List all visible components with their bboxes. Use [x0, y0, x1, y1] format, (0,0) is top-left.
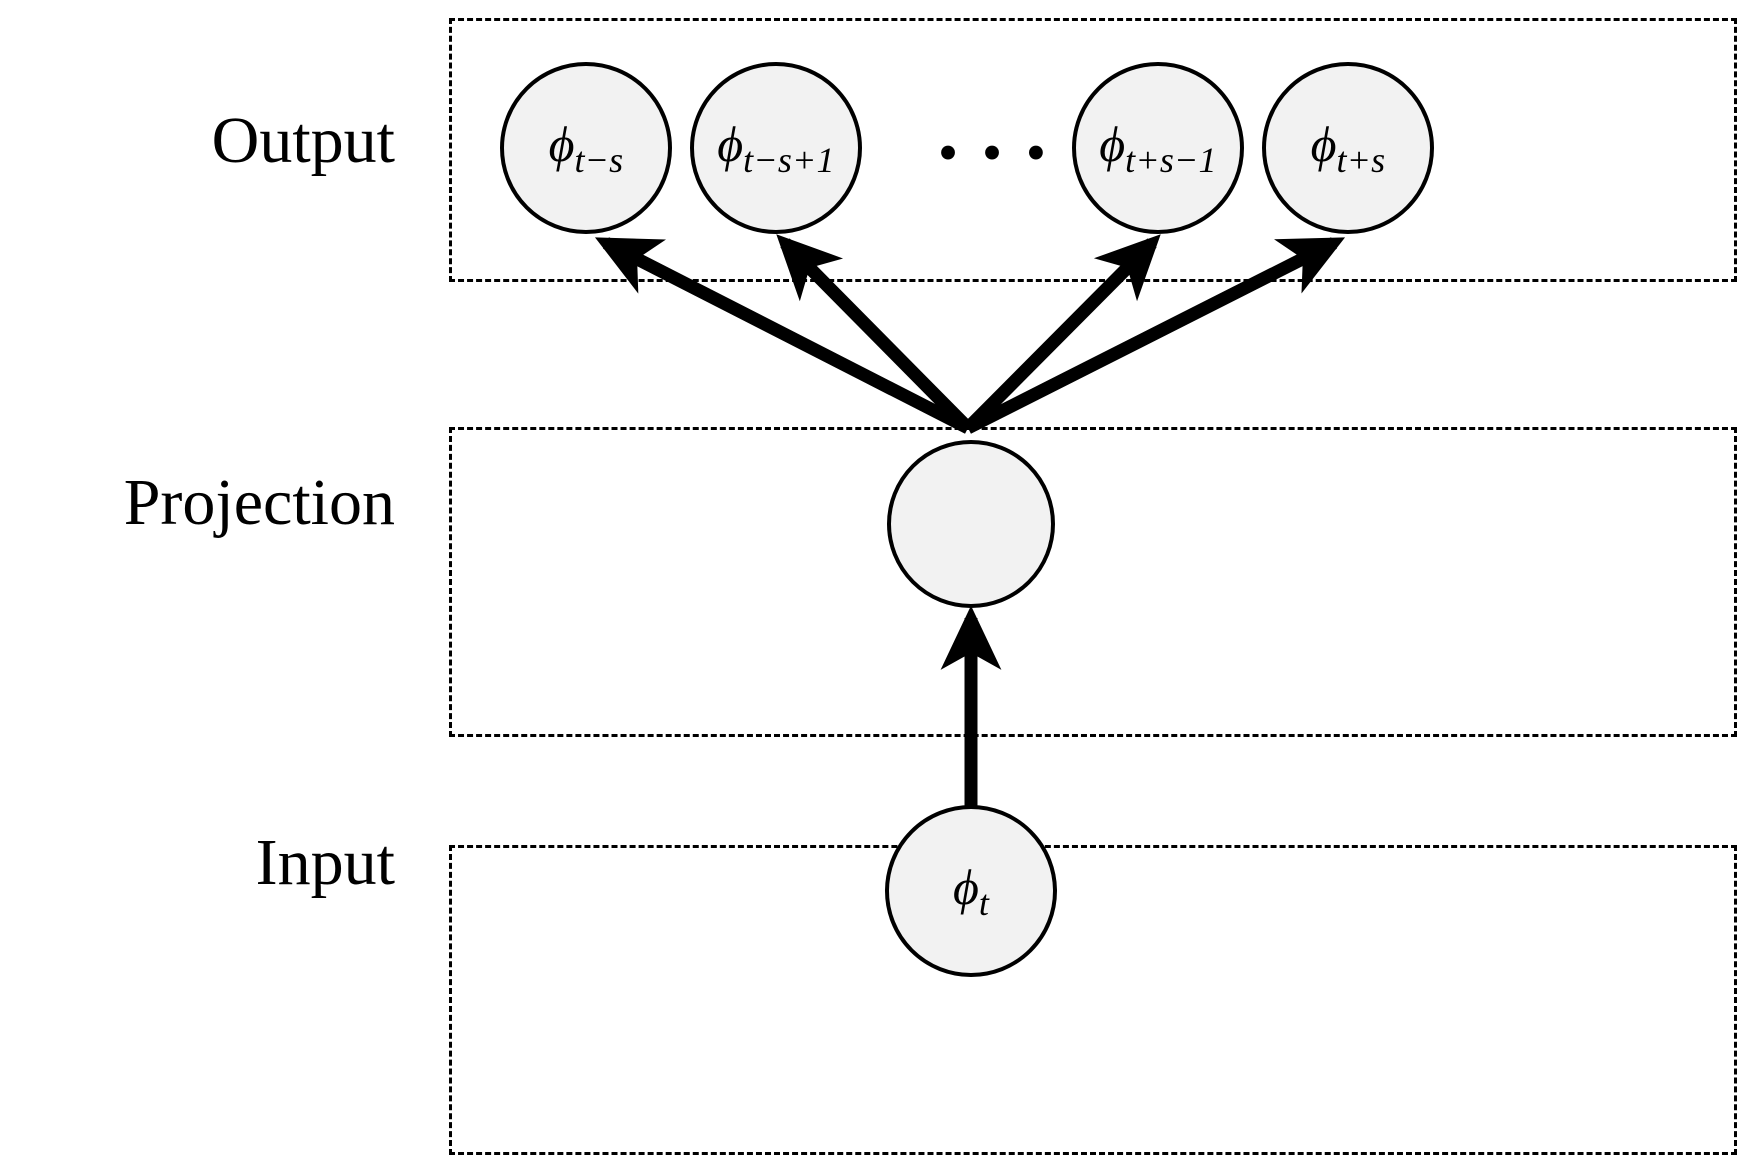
output-node-0-label: ϕt−s [549, 119, 624, 178]
layer-label-input: Input [255, 826, 395, 899]
layer-box-input [449, 845, 1737, 1155]
output-node-1-label: ϕt−s+1 [717, 119, 835, 178]
input-node-0-label: ϕt [953, 862, 989, 921]
layer-label-projection: Projection [123, 466, 395, 539]
input-node-0-base: ϕ [952, 858, 979, 915]
output-node-1-subscript: t−s+1 [743, 139, 835, 180]
output-node-0-subscript: t−s [574, 139, 624, 180]
output-node-0-base: ϕ [548, 115, 575, 172]
layer-box-projection [449, 427, 1737, 737]
output-node-2-base: ϕ [1099, 115, 1126, 172]
output-node-3-subscript: t+s [1336, 139, 1386, 180]
layer-label-output: Output [211, 104, 395, 177]
output-node-3-label: ϕt+s [1311, 119, 1386, 178]
input-node-0-subscript: t [978, 882, 990, 923]
output-node-0[interactable]: ϕt−s [500, 62, 672, 234]
output-node-2[interactable]: ϕt+s−1 [1072, 62, 1244, 234]
output-node-2-label: ϕt+s−1 [1099, 119, 1217, 178]
output-node-3[interactable]: ϕt+s [1262, 62, 1434, 234]
input-node-0[interactable]: ϕt [885, 805, 1057, 977]
output-node-1-base: ϕ [717, 115, 744, 172]
output-node-2-subscript: t+s−1 [1125, 139, 1217, 180]
projection-node-0[interactable] [887, 440, 1055, 608]
output-node-3-base: ϕ [1310, 115, 1337, 172]
output-node-1[interactable]: ϕt−s+1 [690, 62, 862, 234]
output-ellipsis: • • • [937, 119, 1053, 185]
